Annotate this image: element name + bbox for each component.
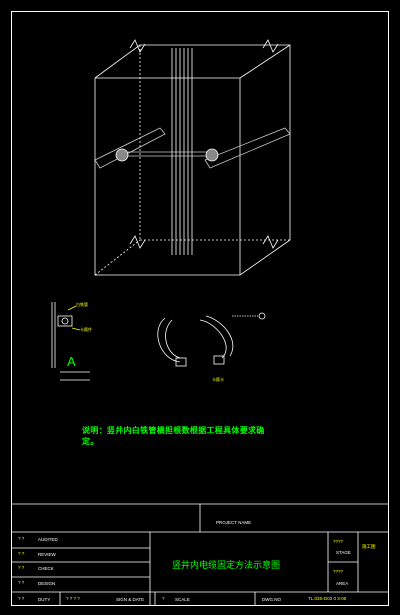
scale-label: SCALE <box>175 597 190 602</box>
drawing-title: 竖井内电缆固定方法示意图 <box>172 560 281 570</box>
clamp-part <box>205 315 234 357</box>
detail-pipe <box>57 315 73 327</box>
scale-mark: ? <box>162 596 165 601</box>
break-mark <box>129 235 146 249</box>
clamp-tab <box>213 355 225 365</box>
clamp-tab <box>175 357 187 367</box>
detail-leader <box>71 327 81 331</box>
audited-label: AUDITED <box>38 537 58 542</box>
bolt-head <box>258 312 266 320</box>
drawing-frame <box>11 11 389 606</box>
clamp-part <box>199 319 227 359</box>
break-mark <box>129 39 146 53</box>
note-line-1: 说明：竖井内白铁管横担根数根据工程具体要求确 <box>82 426 265 435</box>
break-mark <box>262 39 279 53</box>
drawing-note: 说明：竖井内白铁管横担根数根据工程具体要求确 定。 <box>82 425 302 447</box>
area-mark: ???? <box>333 569 344 574</box>
check-mark: ? ? <box>18 565 25 570</box>
detail-leader <box>67 305 77 311</box>
clamp-part <box>165 319 181 359</box>
label-clip: 卡箍件 <box>80 327 92 332</box>
note-line-2: 定。 <box>82 437 99 446</box>
duty-mark: ? ? <box>18 596 25 601</box>
dwg-no-label: DWG.NO <box>262 597 281 602</box>
project-name-label: PROJECT NAME <box>216 520 252 525</box>
label-clamp: 卡箍卡 <box>212 377 224 382</box>
audited-mark: ? ? <box>18 536 25 541</box>
sign-date-label: SIGN & DATE <box>116 597 145 602</box>
label-white-pipe: 白铁管 <box>76 302 88 307</box>
stage-value: 施工图 <box>362 544 376 549</box>
review-mark: ? ? <box>18 551 25 556</box>
duty-label: DUTY <box>38 597 51 602</box>
area-label: AREA <box>336 581 349 586</box>
shaft-back-bottom-diag <box>94 239 141 276</box>
check-label: CHECK <box>38 566 54 571</box>
design-label: DESIGN <box>38 581 56 586</box>
shaft-front-right-edge <box>239 44 291 79</box>
drawing-number: TL.03S-D03 0 3-05 <box>308 596 347 601</box>
bottom-marks: ? ? ? ? <box>66 596 80 601</box>
detail-letter: A <box>67 354 76 369</box>
review-label: REVIEW <box>38 552 56 557</box>
clamp <box>205 148 219 162</box>
clamp <box>115 148 129 162</box>
white-pipe <box>94 127 166 169</box>
break-mark <box>262 235 279 249</box>
white-pipe <box>204 127 291 169</box>
clamp-part <box>157 317 181 363</box>
detail-clamp <box>61 317 69 325</box>
design-mark: ? ? <box>18 580 25 585</box>
stage-mark: ???? <box>333 539 344 544</box>
stage-label: STAGE <box>336 550 351 555</box>
